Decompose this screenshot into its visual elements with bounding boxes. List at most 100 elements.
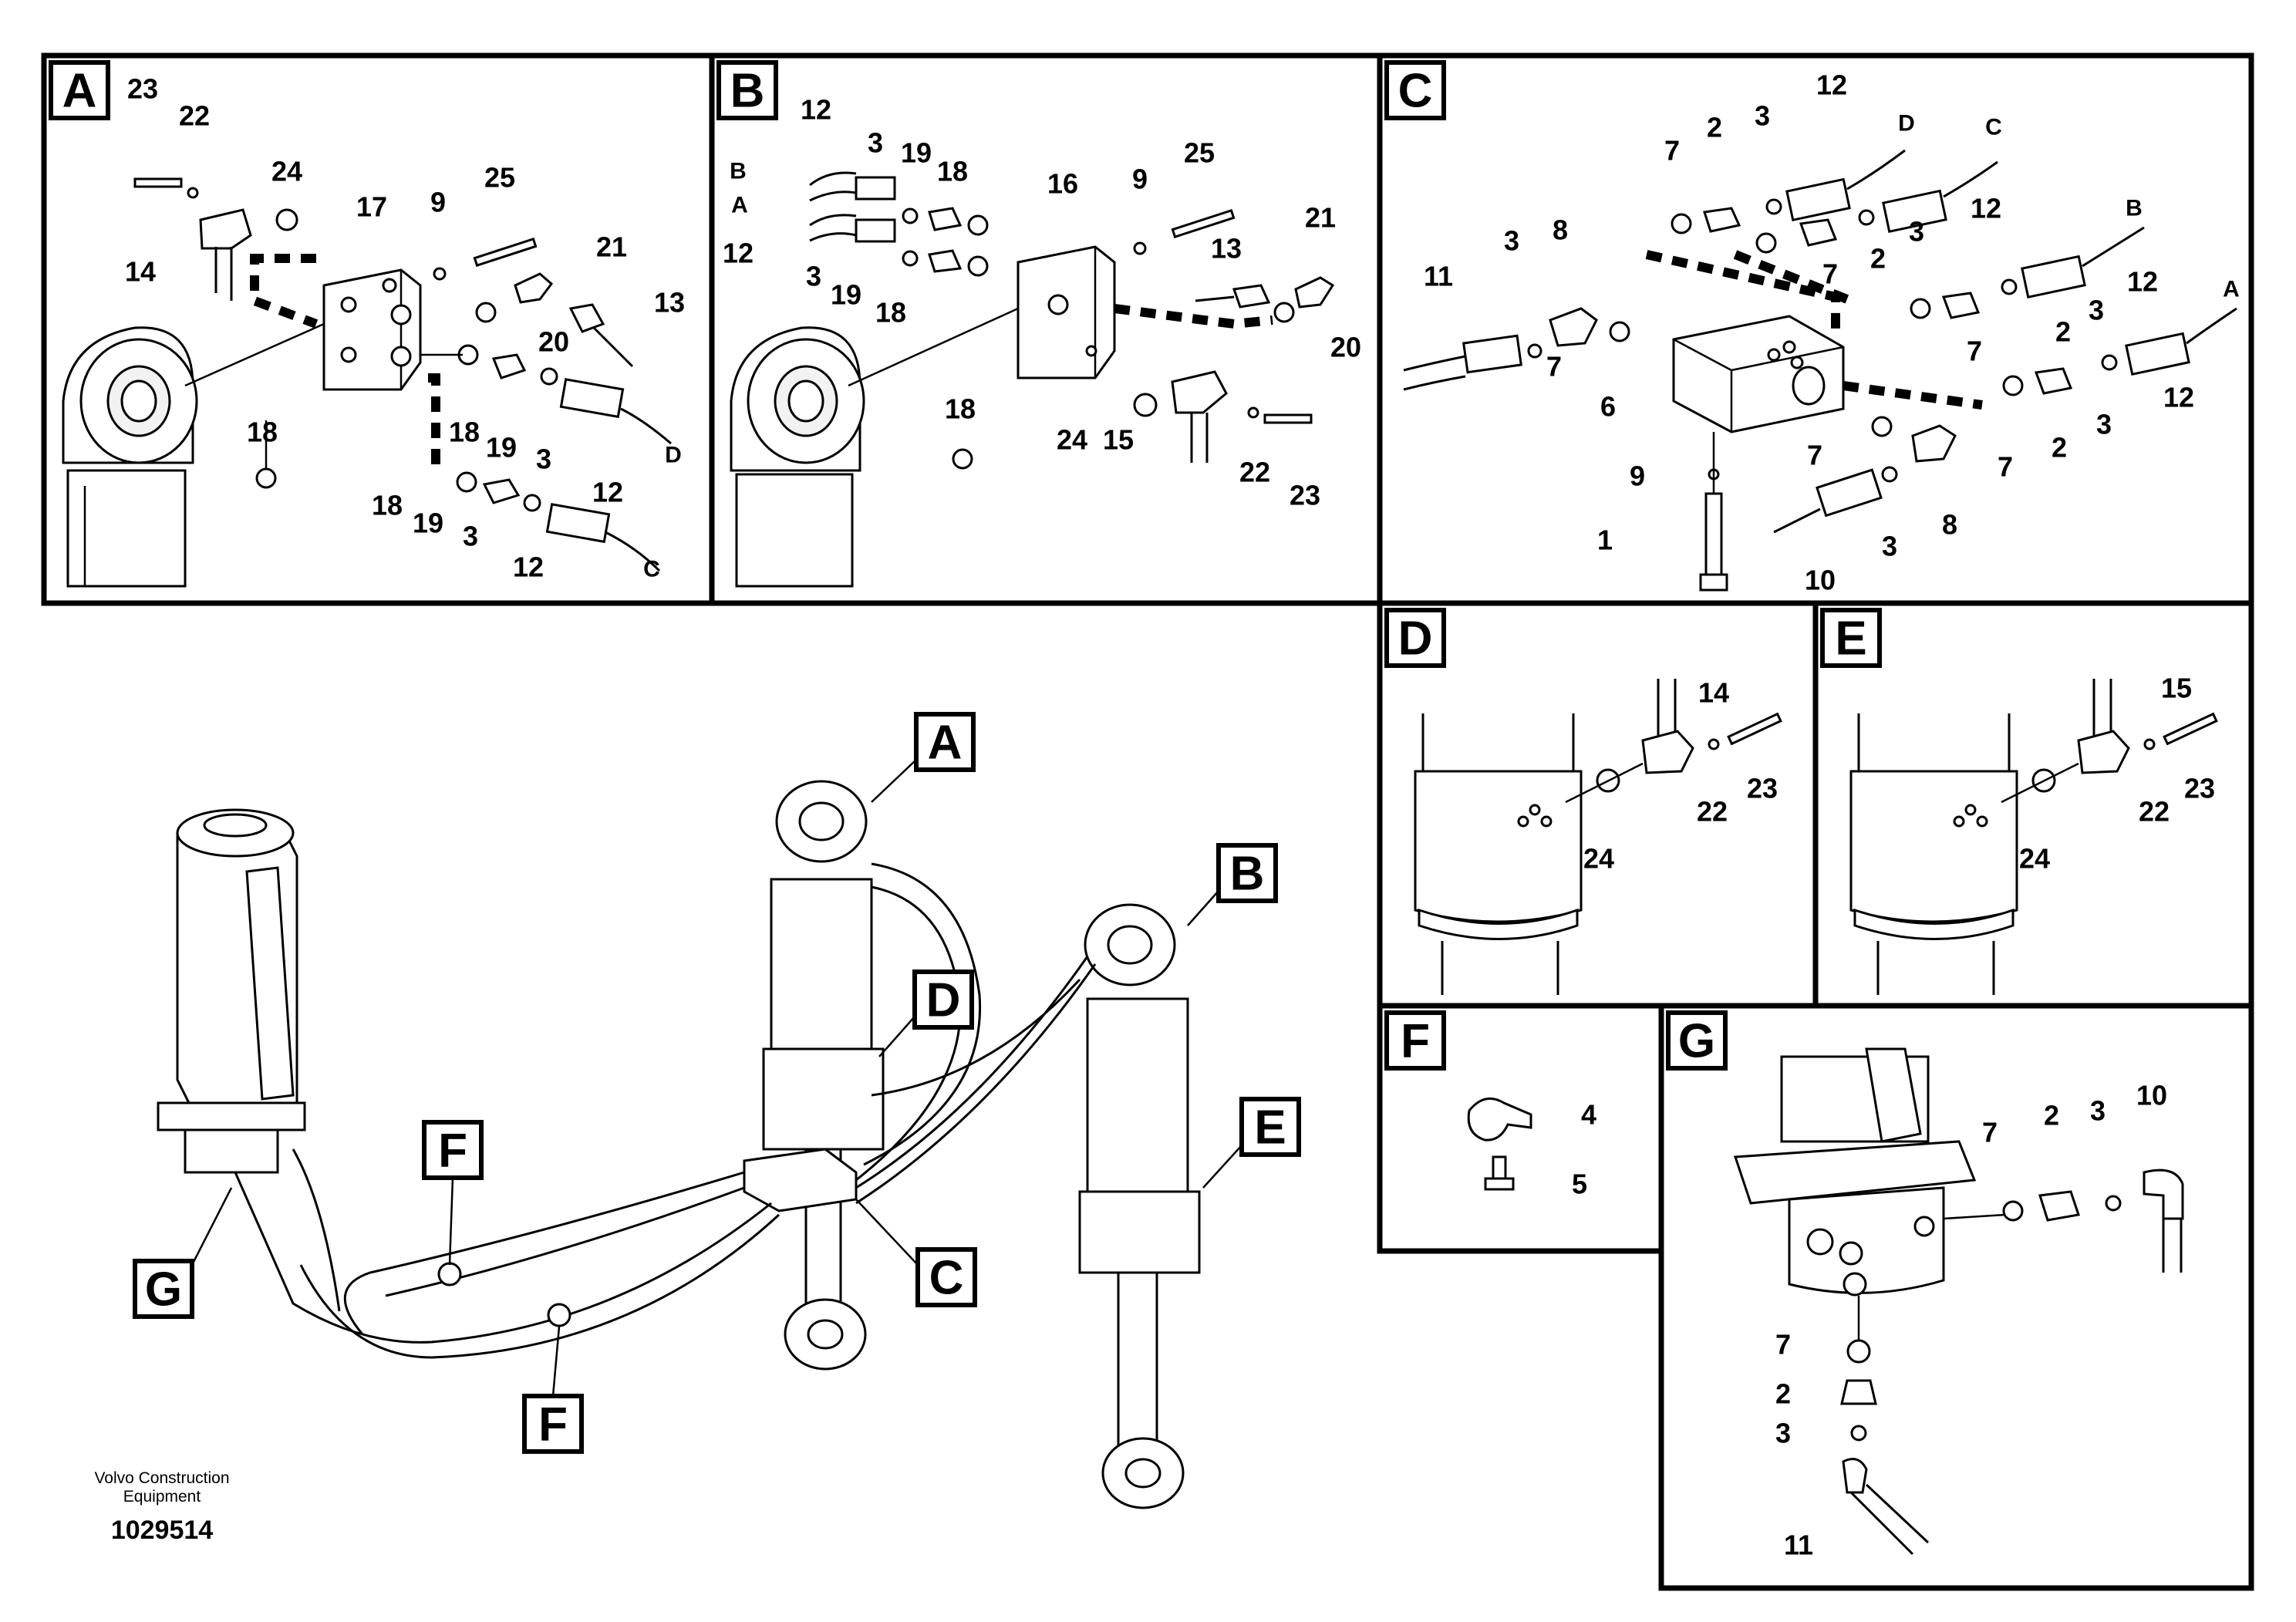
- svg-text:D: D: [926, 974, 961, 1027]
- callout-c-7: 12: [1971, 193, 2001, 224]
- callout-a-7: 21: [596, 231, 627, 263]
- callout-g-6: 2: [1775, 1378, 1791, 1410]
- callout-g-7: 3: [1775, 1418, 1791, 1449]
- callout-b-5: 16: [1047, 168, 1078, 200]
- callout-b-16: 20: [1330, 332, 1361, 363]
- panel-f-tag: F: [1384, 1010, 1446, 1071]
- callout-b-21: 23: [1290, 480, 1320, 511]
- svg-text:G: G: [1678, 1015, 1715, 1068]
- callout-c-22: 6: [1600, 391, 1616, 423]
- callout-c-14: 3: [1504, 225, 1519, 257]
- callout-a-6: 25: [484, 162, 515, 194]
- svg-text:A: A: [62, 65, 97, 118]
- panel-e-tag: E: [1820, 608, 1882, 668]
- callout-b-8: B: [730, 159, 747, 184]
- callout-d-3: 23: [1747, 773, 1778, 804]
- overview-tag-f-upper: F: [422, 1120, 484, 1266]
- callout-g-1: 10: [2136, 1080, 2167, 1111]
- callout-c-6: C: [1985, 115, 2002, 140]
- callout-a-17: 18: [372, 490, 403, 521]
- callout-a-9: 13: [654, 287, 685, 319]
- callout-c-28: 8: [1942, 509, 1957, 541]
- callout-b-6: 9: [1132, 164, 1148, 195]
- drawing-number: 1029514: [110, 1516, 214, 1545]
- svg-text:F: F: [438, 1125, 467, 1178]
- callout-a-3: 24: [271, 156, 302, 187]
- callout-c-15: 11: [1424, 261, 1453, 292]
- callout-b-19: 15: [1103, 424, 1134, 456]
- callout-c-17: 3: [2089, 295, 2104, 326]
- callout-a-18: 19: [413, 508, 443, 539]
- panel-b-tag: B: [716, 60, 778, 120]
- callout-c-8: 3: [1909, 216, 1924, 248]
- callout-c-19: A: [2223, 277, 2240, 302]
- callout-b-9: A: [731, 193, 748, 218]
- callout-a-2: 22: [179, 100, 210, 132]
- callout-c-10: 7: [1822, 258, 1838, 290]
- callout-g-4: 3: [2090, 1095, 2106, 1127]
- panel-a-tag: A: [49, 60, 110, 120]
- panel-a-artwork: [62, 177, 672, 588]
- panel-f-artwork: [1467, 1097, 1532, 1191]
- panel-d-artwork: [1414, 679, 1782, 995]
- svg-text:A: A: [928, 717, 963, 770]
- callout-a-10: 20: [538, 326, 569, 358]
- callout-a-14: 3: [536, 443, 551, 475]
- callout-c-31: 10: [1805, 565, 1836, 596]
- callout-b-14: 13: [1211, 233, 1242, 265]
- callout-a-1: 23: [127, 73, 158, 105]
- callout-e-4: 24: [2019, 843, 2050, 875]
- callout-c-4: 2: [1707, 112, 1722, 143]
- overview-assembly: [157, 780, 1201, 1509]
- callout-d-2: 22: [1697, 796, 1728, 828]
- panel-d-tag: D: [1384, 608, 1446, 668]
- callout-e-1: 15: [2161, 673, 2192, 704]
- callout-b-3: 19: [901, 137, 932, 169]
- callout-b-20: 22: [1239, 457, 1270, 488]
- callout-c-1: 12: [1816, 69, 1847, 101]
- callout-d-4: 24: [1583, 843, 1614, 875]
- callout-a-16: D: [665, 443, 682, 468]
- callout-a-8: 14: [125, 256, 156, 288]
- callout-c-26: 9: [1630, 460, 1645, 492]
- callout-a-15: 12: [592, 477, 623, 508]
- callout-c-2: D: [1898, 111, 1915, 137]
- panel-g-tag: G: [1666, 1010, 1728, 1071]
- callout-b-13: 18: [875, 297, 906, 329]
- callout-a-5: 9: [430, 187, 446, 218]
- svg-text:C: C: [1398, 65, 1433, 118]
- callout-b-4: 18: [937, 156, 968, 187]
- callout-c-13: 8: [1553, 214, 1568, 246]
- callout-a-21: C: [643, 557, 660, 582]
- callout-g-2: 7: [1982, 1117, 1998, 1148]
- callout-g-8: 11: [1784, 1529, 1813, 1561]
- callout-f-2: 5: [1572, 1168, 1587, 1200]
- svg-text:F: F: [538, 1398, 568, 1452]
- svg-text:E: E: [1254, 1101, 1286, 1155]
- callout-c-11: B: [2126, 196, 2143, 221]
- brand-label: Volvo Construction Equipment: [94, 1469, 230, 1506]
- callout-c-24: 2: [2052, 432, 2067, 464]
- callout-e-3: 23: [2184, 773, 2215, 804]
- overview-tag-g: G: [133, 1187, 233, 1319]
- callout-b-2: 3: [868, 127, 883, 159]
- callout-b-17: 18: [945, 393, 976, 425]
- callout-a-13: 19: [486, 432, 517, 464]
- callout-a-12: 18: [449, 416, 480, 448]
- callout-b-12: 19: [831, 279, 861, 311]
- panel-c-tag: C: [1384, 60, 1446, 120]
- panel-c-artwork: [1403, 149, 2237, 592]
- svg-text:E: E: [1835, 612, 1866, 666]
- callout-a-19: 3: [463, 521, 478, 552]
- callout-c-23: 7: [1807, 440, 1822, 471]
- panel-b-artwork: [730, 171, 1335, 588]
- overview-tag-d: D: [878, 969, 974, 1057]
- callout-b-18: 24: [1057, 424, 1087, 456]
- panel-g-frame: [1658, 1003, 2254, 1591]
- callout-d-1: 14: [1698, 677, 1729, 709]
- callout-g-5: 7: [1775, 1329, 1791, 1361]
- callout-c-21: 12: [2163, 382, 2194, 413]
- callout-b-15: 21: [1305, 202, 1336, 234]
